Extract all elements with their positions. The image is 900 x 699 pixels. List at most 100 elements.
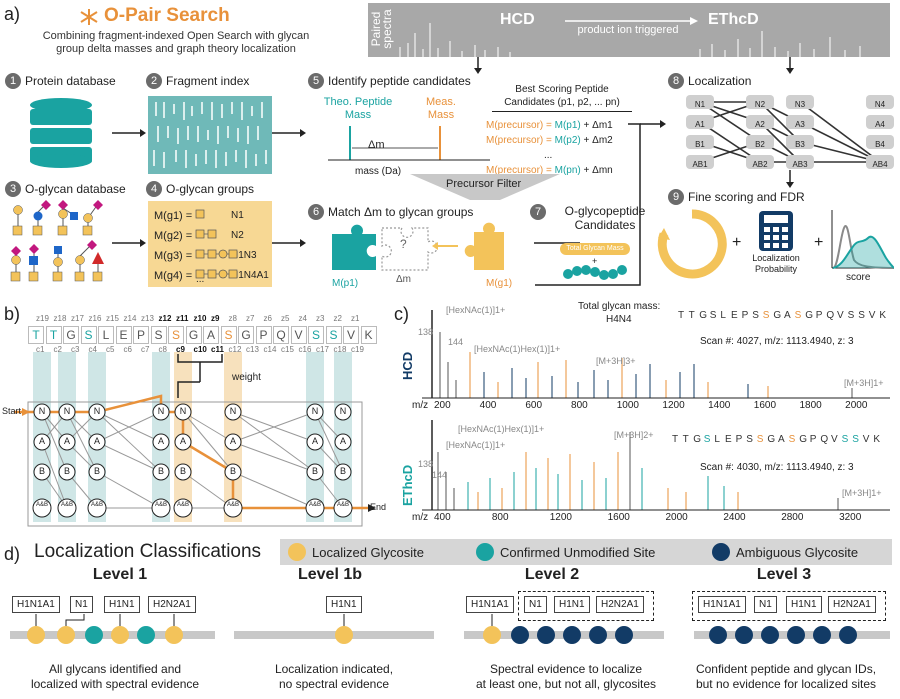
glycan-group-row: M(g3) =	[154, 250, 193, 262]
start-label: Start	[2, 406, 22, 416]
level-1-peptide	[10, 614, 215, 644]
level-2-glycan-box: H2N2A1	[596, 596, 644, 613]
spectrum-sequence-residue: A	[784, 310, 791, 321]
step-4-number: 4	[146, 181, 162, 197]
panel-c-label: c)	[394, 304, 409, 324]
level-1b-desc-line: Localization indicated,	[274, 662, 394, 676]
step-3-label: O-glycan database	[25, 182, 126, 196]
legend-localized-label: Localized Glycosite	[312, 544, 424, 560]
c-ion-label: c17	[316, 345, 329, 354]
paired-spectra-banner	[368, 3, 890, 57]
z-ion-label: z1	[351, 314, 360, 323]
legend-confirmed-label: Confirmed Unmodified Site	[500, 544, 656, 560]
app-subtitle: Combining fragment-indexed Open Search w…	[42, 30, 310, 55]
graph-node-label: A&B	[154, 502, 167, 508]
graph-node-label: B	[179, 466, 186, 476]
x-tick-label: 1600	[753, 400, 777, 411]
level-2-desc-line: Spectral evidence to localize	[489, 662, 643, 676]
panel-b-label: b)	[4, 304, 21, 324]
graph-node: N3	[794, 100, 806, 109]
spectrum-sequence-residue: V	[862, 434, 870, 445]
legend-confirmed: Confirmed Unmodified Site	[476, 543, 655, 561]
x-tick-label: 800	[491, 512, 509, 523]
sequence-residue: S	[80, 326, 97, 344]
c-ion-label: c12	[228, 345, 242, 354]
level-3-glycan-box: H1N1	[786, 596, 822, 613]
graph-node-label: A	[179, 436, 186, 446]
c-ion-label: c1	[36, 345, 45, 354]
graph-node-label: A	[311, 436, 318, 446]
sequence-residue: S	[150, 326, 167, 344]
mass-axis-label: mass (Da)	[355, 166, 402, 177]
level-2-title: Level 2	[524, 566, 580, 583]
graph-node-label: A	[63, 436, 70, 446]
sequence-residue: S	[220, 326, 237, 344]
glycan-group-name: H1N4A1	[231, 270, 269, 281]
x-tick-label: 2000	[665, 512, 688, 523]
sequence-residue: S	[308, 326, 324, 344]
ambiguous-glycosite-swatch	[712, 543, 730, 561]
score-label: Score	[672, 236, 712, 252]
score-axis-label: score	[846, 272, 871, 283]
legend-bar	[280, 539, 892, 565]
sequence-residue: S	[168, 326, 184, 344]
graph-node-label: B	[339, 466, 346, 476]
graph-node-label: A&B	[336, 502, 349, 508]
spectrum-sequence-residue: Q	[826, 310, 835, 321]
sequence-residue: L	[98, 326, 114, 344]
graph-node: N4	[874, 100, 886, 109]
step-3: 3 O-glycan database	[5, 181, 126, 197]
hcd-annotation-138: 138	[418, 327, 434, 337]
spectrum-sequence-residue: S	[847, 310, 855, 321]
x-tick-label: 1600	[607, 512, 630, 523]
sequence-residue: V	[290, 326, 307, 344]
total-glycan-mass-value: H4N4	[606, 314, 632, 325]
step-9-label: Fine scoring and FDR	[688, 190, 805, 204]
graph-node: AB3	[792, 160, 808, 169]
graph-node-label: A&B	[60, 502, 73, 508]
step-1-number: 1	[5, 73, 21, 89]
ethcd-scan-info: Scan #: 4030, m/z: 1113.4940, z: 3	[700, 462, 854, 473]
localized-glycosite-swatch	[288, 543, 306, 561]
score-distribution-icon	[831, 210, 894, 269]
ethcd-axis-label: EThcD	[400, 464, 415, 506]
glycan-group-ellipsis: ...	[196, 274, 205, 285]
spectrum-sequence-residue: K	[873, 434, 881, 445]
graph-node-label: A	[229, 436, 236, 446]
z-ion-label: z8	[228, 314, 237, 323]
localization-graph	[686, 95, 894, 169]
spectrum-sequence-residue: G	[799, 434, 807, 445]
level-2-glycan-box: N1	[524, 596, 547, 613]
level-3-peptide	[694, 626, 890, 644]
spectrum-sequence-residue: S	[841, 434, 849, 445]
x-tick-label: 1000	[616, 400, 639, 411]
graph-node: N1	[694, 100, 706, 109]
spectrum-sequence-residue: S	[788, 434, 796, 445]
level-1b-glycan-box: H1N1	[326, 596, 362, 613]
c-ion-label: c19	[351, 345, 364, 354]
step-5-label: Identify peptide candidates	[328, 74, 471, 88]
peptide-chain-icon	[563, 265, 627, 280]
spectra-plots	[422, 310, 890, 511]
x-tick-label: 3200	[839, 512, 862, 523]
z-ion-label: z16	[88, 314, 102, 323]
x-tick-label: 2800	[781, 512, 804, 523]
precursor-filter-label: Precursor Filter	[446, 178, 522, 190]
delta-m-label: Δm	[368, 139, 385, 151]
c-ion-label: c14	[263, 345, 277, 354]
spectrum-sequence-residue: S	[858, 310, 865, 321]
step-9: 9 Fine scoring and FDR	[668, 189, 805, 205]
end-label: End	[370, 502, 387, 512]
app-title: O-Pair Search	[104, 5, 230, 26]
puzzle-p1-label: M(p1)	[332, 278, 359, 289]
spectrum-sequence-residue: Q	[820, 434, 829, 445]
puzzle-pieces-icon	[332, 222, 504, 271]
puzzle-g1-label: M(g1)	[486, 278, 513, 289]
step-7: 7 O-glycopeptide Candidates	[530, 204, 660, 232]
theo-peptide-mass-label: Theo. Peptide Mass	[323, 96, 393, 121]
c-ion-label: c10	[193, 345, 207, 354]
level-1b-title: Level 1b	[297, 566, 363, 583]
